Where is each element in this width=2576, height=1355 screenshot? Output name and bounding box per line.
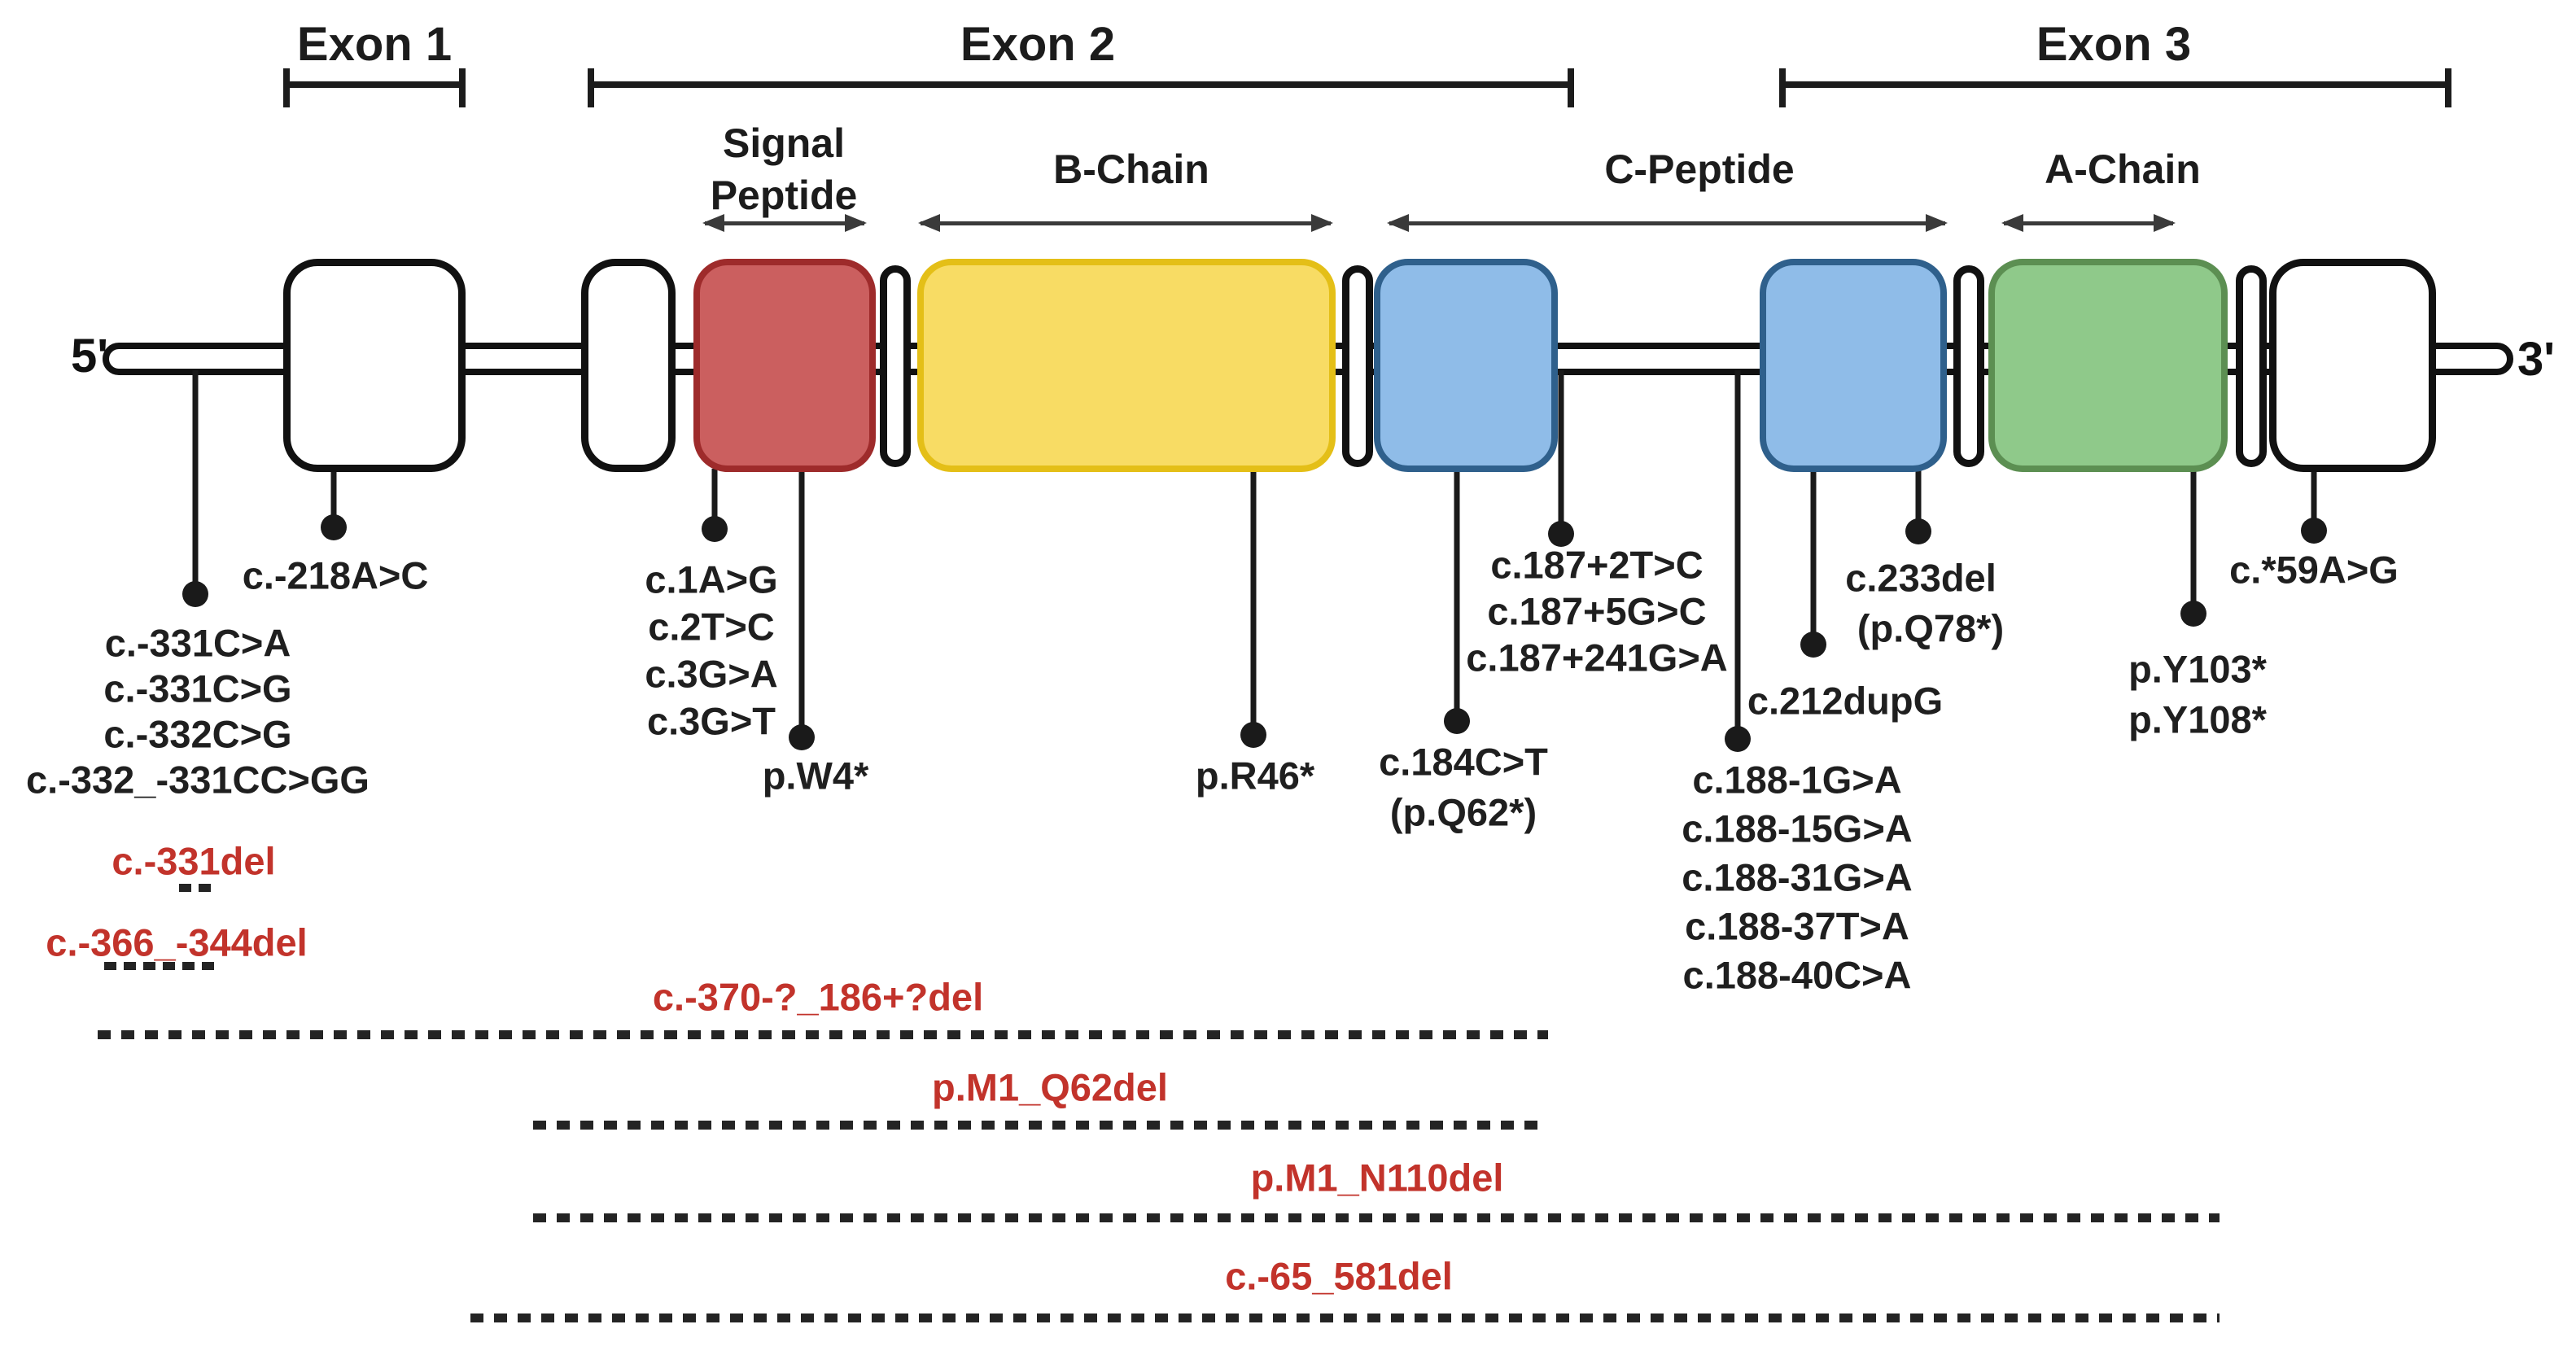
lollipop-stem-y103-y108	[2190, 469, 2197, 614]
lollipop-stem-c-218	[330, 469, 337, 527]
signal-peptide-range-arrow-icon	[702, 214, 867, 232]
mutation-label: c.188-15G>A	[1682, 806, 1913, 850]
exon1-box	[283, 259, 466, 472]
lollipop-dot-intron2-acceptor	[1725, 726, 1751, 752]
lollipop-stem-promoter-group	[192, 370, 199, 594]
a-chain-range-arrow-icon	[2001, 214, 2176, 232]
mutation-label: c.-332C>G	[103, 712, 292, 756]
lollipop-stem-intron2-donor	[1558, 370, 1564, 534]
c-peptide-box-exon2	[1374, 259, 1558, 472]
a-chain-label: A-Chain	[2045, 146, 2201, 192]
mutation-label: c.1A>G	[645, 557, 778, 601]
spacer-pill-2	[1342, 265, 1373, 467]
mutation-label: (p.Q62*)	[1389, 790, 1537, 834]
exon3-bracket-bar	[1786, 81, 2445, 88]
mutation-label: p.W4*	[762, 754, 869, 798]
lollipop-dot-y103-y108	[2180, 601, 2206, 627]
signal-peptide-box	[693, 259, 876, 472]
three-prime-label: 3'	[2517, 333, 2556, 386]
mutation-label: c.-332_-331CC>GG	[26, 758, 370, 802]
mutation-label: c.-331C>A	[104, 621, 291, 665]
mutation-label: c.233del	[1845, 556, 1997, 600]
exon3-bracket	[1779, 68, 2451, 107]
deletion-label: p.M1_N110del	[1250, 1156, 1504, 1200]
mutation-label: p.Y108*	[2128, 697, 2267, 741]
deletion-label: c.-366_-344del	[46, 920, 308, 964]
lollipop-stem-q62	[1454, 469, 1460, 721]
deletion-label: c.-370-?_186+?del	[652, 975, 984, 1019]
mutation-label: c.187+2T>C	[1490, 543, 1703, 587]
mutation-label: c.-218A>C	[242, 553, 429, 597]
spacer-pill-4	[2236, 265, 2267, 467]
deletion-label: c.-65_581del	[1225, 1254, 1453, 1298]
deletion-label: c.-331del	[112, 839, 276, 883]
signal-peptide-label-line2: Peptide	[710, 173, 858, 218]
lollipop-stem-dup212	[1810, 469, 1817, 645]
mutation-label: c.188-31G>A	[1682, 855, 1913, 899]
lollipop-dot-intron2-donor	[1548, 521, 1574, 547]
exon2-bracket	[588, 68, 1574, 107]
b-chain-label: B-Chain	[1053, 146, 1209, 192]
exon1-bracket-bar	[290, 81, 459, 88]
lollipop-dot-w4	[789, 724, 815, 750]
mutation-label: c.188-40C>A	[1682, 953, 1912, 997]
a-chain-box	[1988, 259, 2228, 472]
exon1-bracket	[283, 68, 466, 107]
mutation-label: c.2T>C	[648, 605, 775, 649]
deletion-span-c-331del	[179, 884, 215, 892]
spacer-pill-1	[880, 265, 911, 467]
exon2-utr-box	[581, 259, 676, 472]
mutation-label: p.R46*	[1195, 754, 1315, 798]
mutation-label: c.188-1G>A	[1692, 758, 1902, 802]
lollipop-dot-utr3	[2301, 518, 2327, 544]
deletion-span-m1-n110del	[533, 1213, 2220, 1222]
deletion-span-c-366-344del	[104, 962, 215, 970]
exon2-label: Exon 2	[960, 18, 1116, 71]
lollipop-stem-r46	[1250, 469, 1257, 735]
lollipop-stem-w4	[798, 469, 805, 737]
exon3-utr-box	[2269, 259, 2436, 472]
deletion-label: p.M1_Q62del	[932, 1065, 1168, 1109]
mutation-label: c.3G>T	[646, 699, 776, 743]
lollipop-dot-start-codon	[702, 516, 728, 542]
lollipop-stem-start-codon	[711, 469, 718, 529]
exon2-bracket-bar	[594, 81, 1568, 88]
mutation-label: (p.Q78*)	[1857, 606, 2005, 650]
mutation-label: c.187+241G>A	[1466, 636, 1728, 680]
mutation-label: c.187+5G>C	[1487, 589, 1707, 633]
lollipop-dot-promoter-group	[182, 581, 208, 607]
lollipop-stem-intron2-acceptor	[1734, 370, 1741, 739]
mutation-label: c.184C>T	[1379, 740, 1548, 784]
mutation-label: c.*59A>G	[2229, 548, 2399, 592]
exon1-label: Exon 1	[296, 18, 453, 71]
lollipop-dot-q78	[1905, 518, 1931, 544]
mutation-label: c.212dupG	[1747, 679, 1944, 723]
b-chain-box	[917, 259, 1336, 472]
mutation-label: p.Y103*	[2128, 647, 2267, 691]
mutation-label: c.3G>A	[645, 652, 778, 696]
spacer-pill-3	[1953, 265, 1984, 467]
deletion-span-m1-q62del	[533, 1121, 1548, 1130]
lollipop-dot-r46	[1240, 722, 1266, 748]
lollipop-dot-q62	[1444, 708, 1470, 734]
lollipop-stem-q78	[1915, 469, 1922, 531]
deletion-span-c-370-186del	[98, 1030, 1548, 1039]
lollipop-stem-utr3	[2311, 469, 2317, 531]
signal-peptide-label-line1: Signal	[722, 120, 846, 166]
lollipop-dot-dup212	[1800, 632, 1826, 658]
c-peptide-box-exon3	[1760, 259, 1947, 472]
mutation-label: c.-331C>G	[103, 667, 292, 710]
five-prime-label: 5'	[70, 330, 109, 382]
c-peptide-label: C-Peptide	[1604, 146, 1795, 192]
deletion-span-c-65-581del	[470, 1313, 2220, 1322]
mutation-label: c.188-37T>A	[1685, 904, 1909, 948]
c-peptide-range-arrow-icon	[1387, 214, 1948, 232]
b-chain-range-arrow-icon	[918, 214, 1333, 232]
exon3-label: Exon 3	[2036, 18, 2192, 71]
lollipop-dot-c-218	[321, 514, 347, 540]
